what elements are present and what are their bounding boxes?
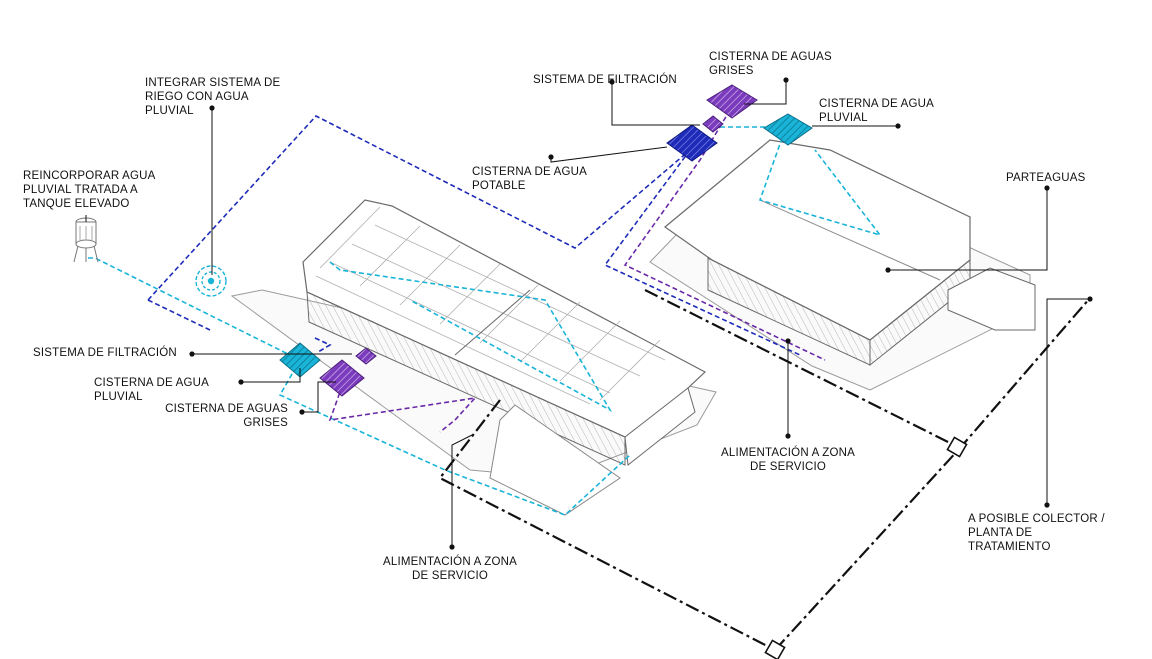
cisterna-potable	[666, 124, 718, 162]
grey-water-lines	[328, 109, 826, 433]
potable-line-top	[147, 115, 691, 301]
left-building-facade	[306, 291, 626, 466]
label-integrar-riego: INTEGRAR SISTEMA DE RIEGO CON AGUA PLUVI…	[145, 77, 281, 117]
filtro-right	[702, 115, 724, 133]
leader-lines	[85, 80, 1090, 547]
cisterna-grises-left	[319, 359, 365, 397]
right-roof-ridge	[759, 199, 941, 281]
pluvial-roof-left	[329, 261, 613, 413]
left-roof-ridge	[454, 289, 531, 356]
label-cisterna-pluvial-right: CISTERNA DE AGUA PLUVIAL	[819, 98, 935, 124]
cisterna-pluvial-right	[763, 113, 813, 146]
label-cisterna-grises-left: CISTERNA DE AGUAS GRISES	[165, 403, 288, 429]
label-posible-colector: A POSIBLE COLECTOR / PLANTA DE TRATAMIEN…	[968, 513, 1105, 553]
left-roof-panels	[315, 206, 666, 405]
leader-dots	[189, 77, 1093, 550]
grey-line-right	[623, 109, 826, 361]
label-cisterna-pluvial-left: CISTERNA DE AGUA PLUVIAL	[94, 377, 210, 403]
grey-line-left	[328, 377, 478, 433]
left-building	[230, 199, 717, 516]
irrigation-target-icon	[195, 265, 227, 297]
label-parteaguas: PARTEAGUAS	[1006, 172, 1086, 184]
left-building-facade-end	[624, 387, 696, 466]
label-sistema-filtracion-left: SISTEMA DE FILTRACIÓN	[33, 347, 177, 359]
right-building	[649, 139, 1036, 391]
potable-line-cistern-left	[314, 337, 332, 353]
label-sistema-filtracion-right: SISTEMA DE FILTRACIÓN	[533, 74, 677, 86]
pluvial-water-lines	[88, 126, 883, 516]
cisterna-grises-right	[706, 84, 758, 119]
right-building-wing	[947, 267, 1036, 331]
left-annex	[489, 404, 621, 516]
potable-line-left	[147, 299, 211, 331]
pluvial-roof-right	[758, 129, 883, 237]
drain-left	[438, 399, 776, 651]
label-alimentacion-right: ALIMENTACIÓN A ZONA DE SERVICIO	[721, 447, 855, 473]
label-reincorporar-agua: REINCORPORAR AGUA PLUVIAL TRATADA A TANQ…	[23, 170, 156, 210]
filtro-left	[355, 347, 377, 365]
pluvial-line-left-building	[278, 359, 631, 516]
junction-box-2	[764, 639, 786, 659]
pluvial-line-tank	[88, 257, 301, 361]
label-cisterna-grises-right: CISTERNA DE AGUAS GRISES	[709, 51, 832, 77]
drain-main	[774, 447, 961, 651]
label-cisterna-potable: CISTERNA DE AGUA POTABLE	[472, 166, 588, 192]
potable-water-lines	[147, 115, 801, 356]
label-alimentacion-left: ALIMENTACIÓN A ZONA DE SERVICIO	[383, 556, 517, 582]
junction-box-1	[946, 436, 968, 458]
water-tower-icon	[73, 217, 99, 263]
